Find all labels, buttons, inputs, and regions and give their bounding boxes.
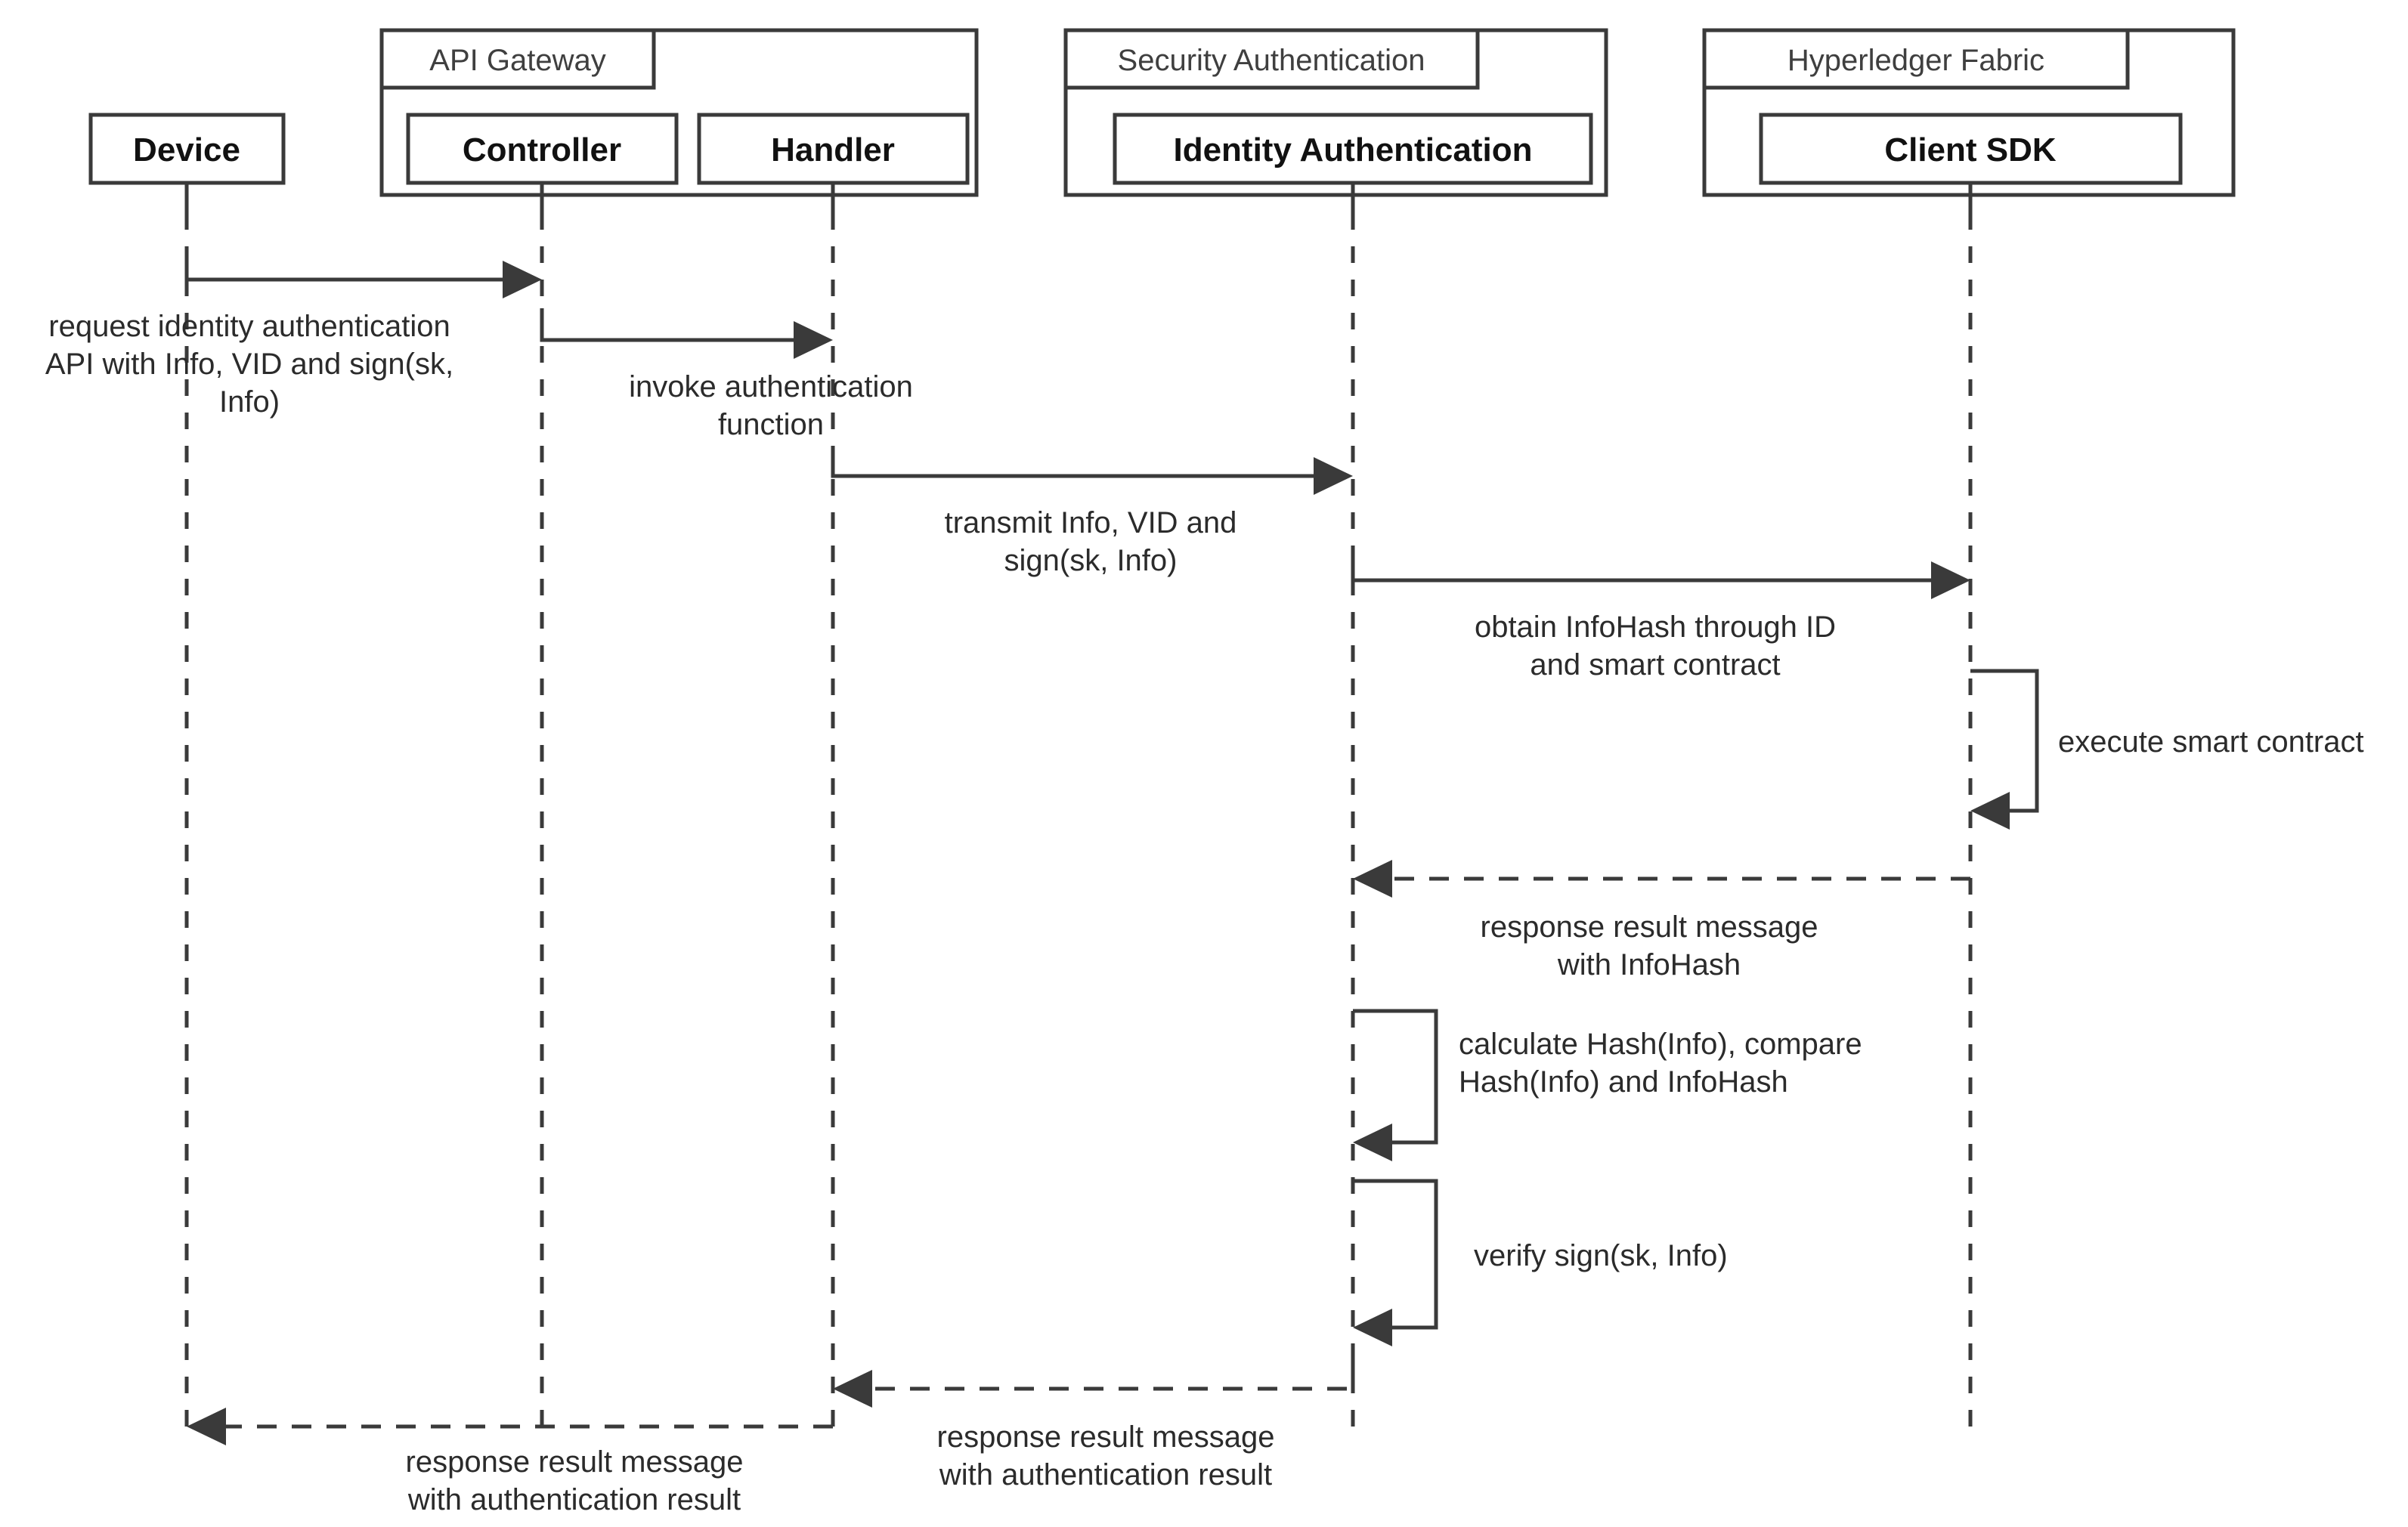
actor-handler[interactable]: Handler — [697, 113, 970, 185]
message-m10-arrowhead — [187, 1408, 226, 1445]
message-m1-label-line3: Info) — [219, 385, 280, 419]
message-m5-arrowhead — [1970, 792, 2010, 830]
message-m10-label-line1: response result message — [406, 1445, 744, 1479]
message-m3-label-line1: transmit Info, VID and — [945, 506, 1237, 539]
message-m3[interactable]: transmit Info, VID and sign(sk, Info) — [831, 446, 1353, 577]
actor-device-box[interactable] — [88, 113, 286, 185]
message-m7-arrowhead — [1353, 1124, 1392, 1161]
message-m9-label-line1: response result message — [937, 1420, 1275, 1454]
message-m9[interactable]: response result message with authenticat… — [833, 1360, 1355, 1491]
message-m1[interactable]: request identity authentication API with… — [45, 261, 542, 419]
message-m8-line — [1353, 1179, 1438, 1330]
message-m7-line — [1353, 1009, 1438, 1145]
actor-device[interactable]: Device — [88, 113, 286, 185]
message-m6[interactable]: response result message with InfoHash — [1353, 860, 1970, 981]
message-m5-label-line1: execute smart contract — [2058, 725, 2364, 759]
message-m4-line — [1351, 548, 1936, 583]
message-m2-line — [540, 308, 799, 342]
actor-handler-label: Handler — [771, 131, 895, 168]
message-m6-label-line2: with InfoHash — [1557, 948, 1741, 981]
group-security-authentication-label: Security Authentication — [1118, 44, 1425, 77]
group-hyperledger-fabric-label: Hyperledger Fabric — [1787, 44, 2044, 77]
group-api-gateway-label: API Gateway — [429, 44, 605, 77]
actor-controller-label: Controller — [463, 131, 621, 168]
message-m7-label-line1: calculate Hash(Info), compare — [1459, 1028, 1862, 1061]
message-m4-label-line1: obtain InfoHash through ID — [1475, 610, 1836, 644]
message-m2[interactable]: invoke authentication function — [540, 308, 913, 441]
message-m2-label-line2: function — [718, 408, 824, 441]
message-m7[interactable]: calculate Hash(Info), compare Hash(Info)… — [1353, 1009, 1862, 1161]
message-m4[interactable]: obtain InfoHash through ID and smart con… — [1351, 548, 1970, 682]
message-m10[interactable]: response result message with authenticat… — [187, 1408, 833, 1516]
message-m3-arrowhead — [1314, 457, 1353, 495]
message-m9-arrowhead — [833, 1370, 872, 1408]
message-m4-label-line2: and smart contract — [1530, 648, 1780, 682]
actor-controller[interactable]: Controller — [406, 113, 679, 185]
group-security-authentication-tab — [1063, 28, 1480, 90]
actor-client-sdk-box[interactable] — [1759, 113, 2183, 185]
message-m2-arrowhead — [794, 321, 833, 359]
message-m1-line — [184, 261, 508, 282]
actor-identity-authentication[interactable]: Identity Authentication — [1113, 113, 1593, 185]
message-m6-label-line1: response result message — [1481, 910, 1818, 944]
actor-client-sdk[interactable]: Client SDK — [1759, 113, 2183, 185]
message-m3-line — [831, 446, 1319, 478]
message-m4-arrowhead — [1931, 561, 1970, 599]
group-api-gateway-tab — [379, 28, 656, 90]
message-m9-label-line2: with authentication result — [939, 1458, 1272, 1491]
actor-controller-box[interactable] — [406, 113, 679, 185]
message-m3-label-line2: sign(sk, Info) — [1004, 544, 1178, 577]
message-m2-label-line1: invoke authentication — [629, 370, 913, 403]
message-m7-label-line2: Hash(Info) and InfoHash — [1459, 1065, 1788, 1099]
actor-handler-box[interactable] — [697, 113, 970, 185]
message-m8[interactable]: verify sign(sk, Info) — [1353, 1179, 1728, 1346]
message-m8-label-line1: verify sign(sk, Info) — [1474, 1239, 1728, 1272]
group-hyperledger-fabric-tab — [1702, 28, 2130, 90]
message-m5-line — [1970, 669, 2039, 813]
actor-identity-authentication-label: Identity Authentication — [1173, 131, 1532, 168]
message-m5[interactable]: execute smart contract — [1970, 669, 2364, 830]
actor-device-label: Device — [133, 131, 240, 168]
message-m6-arrowhead — [1353, 860, 1392, 898]
message-m1-label-line1: request identity authentication — [48, 310, 450, 343]
actor-client-sdk-label: Client SDK — [1884, 131, 2057, 168]
message-m1-arrowhead — [503, 261, 542, 298]
message-m10-label-line2: with authentication result — [407, 1483, 741, 1516]
message-m9-line — [867, 1360, 1355, 1391]
message-m1-label-line2: API with Info, VID and sign(sk, — [45, 348, 453, 381]
message-m8-arrowhead — [1353, 1309, 1392, 1346]
